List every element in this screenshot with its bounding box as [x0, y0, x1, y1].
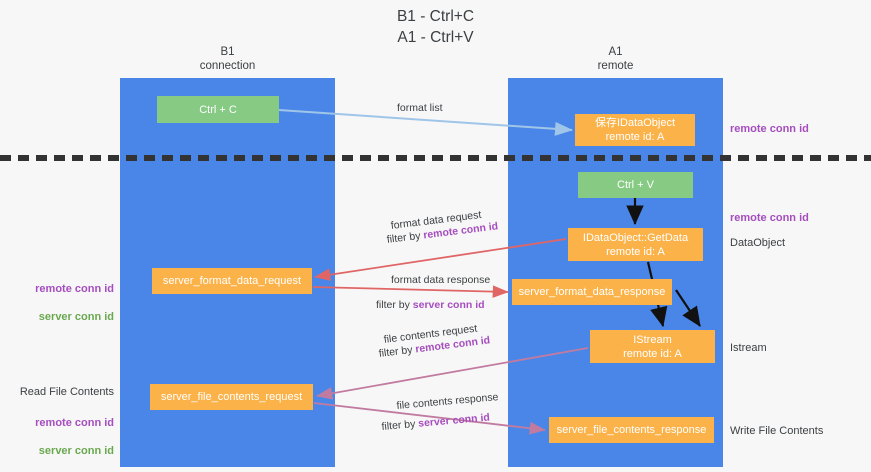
- edge-label-format-data-response: format data response: [391, 274, 491, 286]
- diagram-title-line1: B1 - Ctrl+C: [396, 8, 475, 25]
- node-server-format-data-request[interactable]: server_format_data_request: [152, 268, 312, 294]
- node-ctrl-v[interactable]: Ctrl + V: [578, 172, 693, 198]
- annotation-left-server-conn-id-mid: server conn id: [38, 311, 114, 323]
- node-getdata-sub: remote id: A: [606, 245, 665, 258]
- node-sfc-request-label: server_file_contents_request: [160, 391, 303, 403]
- annotation-istream: Istream: [730, 342, 767, 354]
- edge-label-file-contents-response-filter: filter by server conn id: [381, 411, 490, 435]
- node-ctrl-c-label: Ctrl + C: [199, 103, 237, 116]
- node-idataobject-label: 保存IDataObject: [594, 117, 676, 129]
- annotation-remote-conn-id-mid: remote conn id: [730, 212, 809, 224]
- phase-divider: [0, 155, 871, 161]
- node-idataobject-sub: remote id: A: [605, 131, 665, 143]
- annotation-left-conn-ids-mid: remote conn id server conn id: [8, 268, 114, 338]
- node-istream-sub: remote id: A: [623, 347, 682, 360]
- edge-label-format-data-response-filter: filter by server conn id: [376, 298, 485, 313]
- edge-label-format-list: format list: [397, 102, 443, 114]
- filter-key-server-conn-id: server conn id: [417, 411, 491, 430]
- filter-prefix: filter by: [376, 299, 413, 311]
- node-idataobject-getdata[interactable]: IDataObject::GetData remote id: A: [568, 228, 703, 261]
- annotation-left-remote-conn-id-bottom: remote conn id: [35, 417, 114, 429]
- lane-header-a1-name: A1: [608, 46, 623, 58]
- lane-header-a1: A1 remote: [508, 45, 723, 73]
- filter-prefix: filter by: [378, 343, 417, 360]
- lane-header-b1-sub: connection: [199, 60, 256, 72]
- node-idataobject[interactable]: 保存IDataObject remote id: A: [575, 114, 695, 146]
- diagram-title-line2: A1 - Ctrl+V: [397, 29, 474, 46]
- lane-header-b1-name: B1: [220, 46, 235, 58]
- annotation-read-file-contents: Read File Contents: [19, 386, 114, 398]
- node-server-file-contents-response[interactable]: server_file_contents_response: [549, 417, 714, 443]
- annotation-write-file-contents: Write File Contents: [730, 425, 824, 437]
- annotation-left-server-conn-id-bottom: server conn id: [38, 445, 114, 457]
- lane-header-b1: B1 connection: [120, 45, 335, 73]
- annotation-dataobject: DataObject: [730, 237, 786, 249]
- node-sfd-response-label: server_format_data_response: [518, 286, 666, 298]
- diagram-title: B1 - Ctrl+C A1 - Ctrl+V: [0, 6, 871, 48]
- node-server-file-contents-request[interactable]: server_file_contents_request: [150, 384, 313, 410]
- node-server-format-data-response[interactable]: server_format_data_response: [512, 279, 672, 305]
- annotation-left-remote-conn-id-mid: remote conn id: [35, 283, 114, 295]
- filter-prefix: filter by: [381, 417, 419, 433]
- node-ctrl-v-label: Ctrl + V: [617, 179, 654, 191]
- node-ctrl-c[interactable]: Ctrl + C: [157, 96, 279, 123]
- node-sfd-request-label: server_format_data_request: [162, 275, 302, 287]
- filter-key-server-conn-id: server conn id: [412, 299, 485, 311]
- node-istream[interactable]: IStream remote id: A: [590, 330, 715, 363]
- node-istream-label: IStream: [633, 333, 672, 346]
- annotation-remote-conn-id-top: remote conn id: [730, 123, 809, 135]
- node-sfc-response-label: server_file_contents_response: [556, 424, 707, 436]
- filter-prefix: filter by: [386, 229, 425, 246]
- node-getdata-label: IDataObject::GetData: [582, 231, 689, 244]
- lane-header-a1-sub: remote: [597, 60, 634, 72]
- annotation-left-conn-ids-bottom: remote conn id server conn id: [8, 402, 114, 472]
